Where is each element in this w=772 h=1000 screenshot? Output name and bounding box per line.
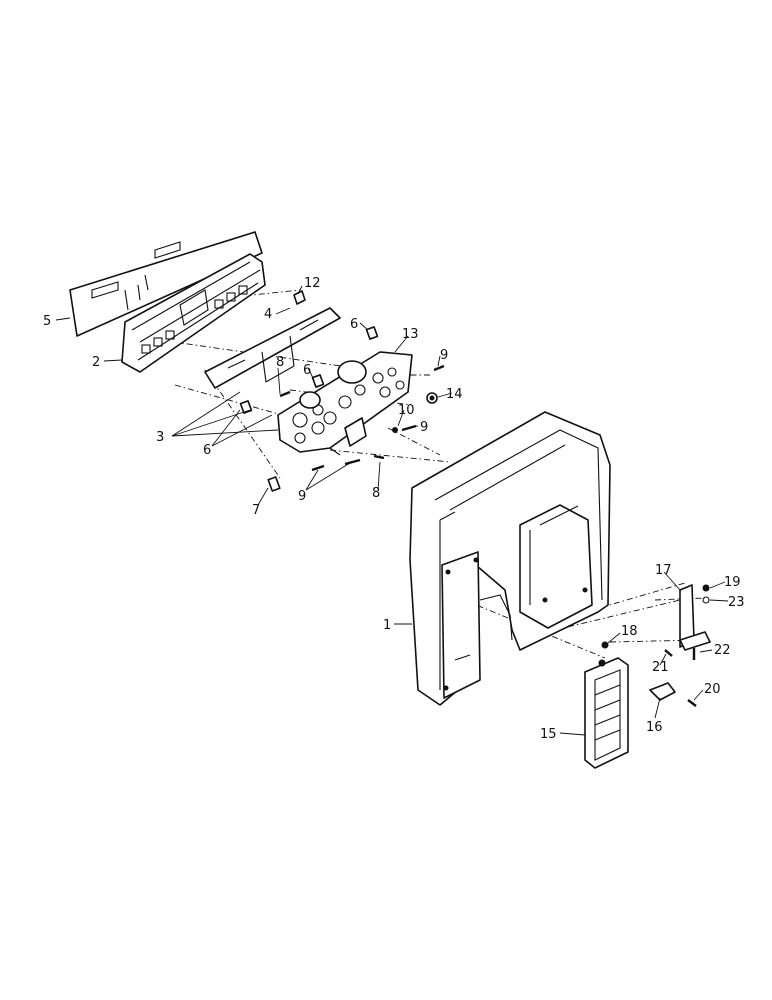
callout-15: 15: [540, 727, 557, 742]
callout-7: 7: [252, 503, 260, 518]
rear-housing: [121, 253, 266, 373]
callout-10: 10: [398, 403, 415, 418]
callout-5: 5: [43, 314, 51, 329]
bracket-plate: [204, 307, 341, 389]
callout-12: 12: [304, 276, 321, 291]
callout-13: 13: [402, 327, 419, 342]
callout-4: 4: [264, 307, 272, 322]
callout-23: 23: [728, 595, 745, 610]
callout-20: 20: [704, 682, 721, 697]
callout-8a: 8: [276, 355, 284, 370]
callout-18: 18: [621, 624, 638, 639]
cover-plate: [69, 231, 263, 337]
console-shroud: [409, 411, 611, 706]
callout-19: 19: [724, 575, 741, 590]
callout-2: 2: [92, 355, 100, 370]
instrument-clusters: [277, 351, 413, 456]
callout-labels: 1 2 3 4 5 6 6 6 7 8 8 9 9 9 10 12 13 14 …: [43, 276, 745, 742]
callout-9b: 9: [420, 420, 428, 435]
callout-14: 14: [446, 387, 463, 402]
callout-8b: 8: [372, 486, 380, 501]
callout-1: 1: [383, 618, 391, 633]
leader-lines: [55, 285, 729, 736]
callout-6b: 6: [303, 363, 311, 378]
callout-3: 3: [156, 430, 164, 445]
callout-6a: 6: [203, 443, 211, 458]
callout-22: 22: [714, 643, 731, 658]
callout-17: 17: [655, 563, 672, 578]
callout-16: 16: [646, 720, 663, 735]
vent-grille: [584, 657, 629, 769]
mounting-brackets: [601, 584, 711, 707]
callout-9c: 9: [298, 489, 306, 504]
callout-6c: 6: [350, 317, 358, 332]
callout-21: 21: [652, 660, 669, 675]
callout-9a: 9: [440, 348, 448, 363]
